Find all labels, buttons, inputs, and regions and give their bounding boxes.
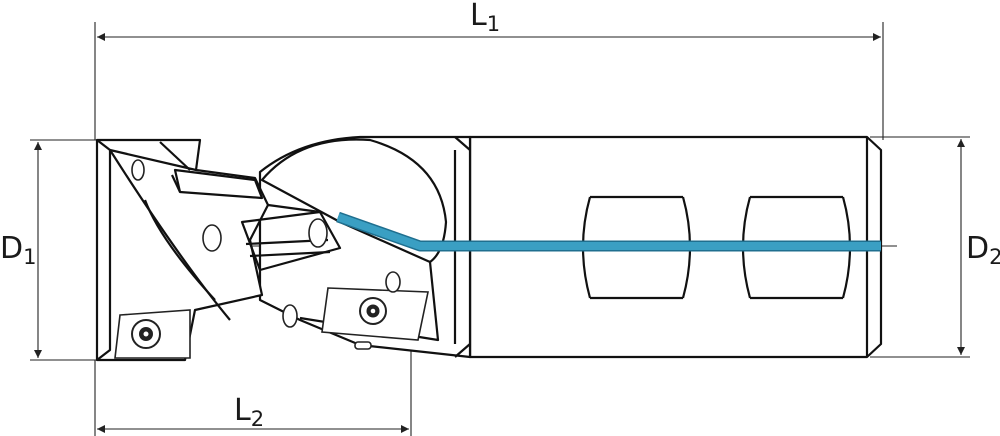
dimension-lines xyxy=(34,33,965,433)
torx-screw-icon xyxy=(131,319,161,349)
label-L2: L2 xyxy=(234,393,264,431)
label-L1: L1 xyxy=(470,0,500,36)
cutter-head xyxy=(95,138,429,362)
torx-screw-icon xyxy=(359,297,387,325)
extension-lines xyxy=(30,22,970,436)
label-D2: D2 xyxy=(966,231,1000,269)
coolant-channel xyxy=(336,211,881,252)
label-D1: D1 xyxy=(0,231,36,269)
